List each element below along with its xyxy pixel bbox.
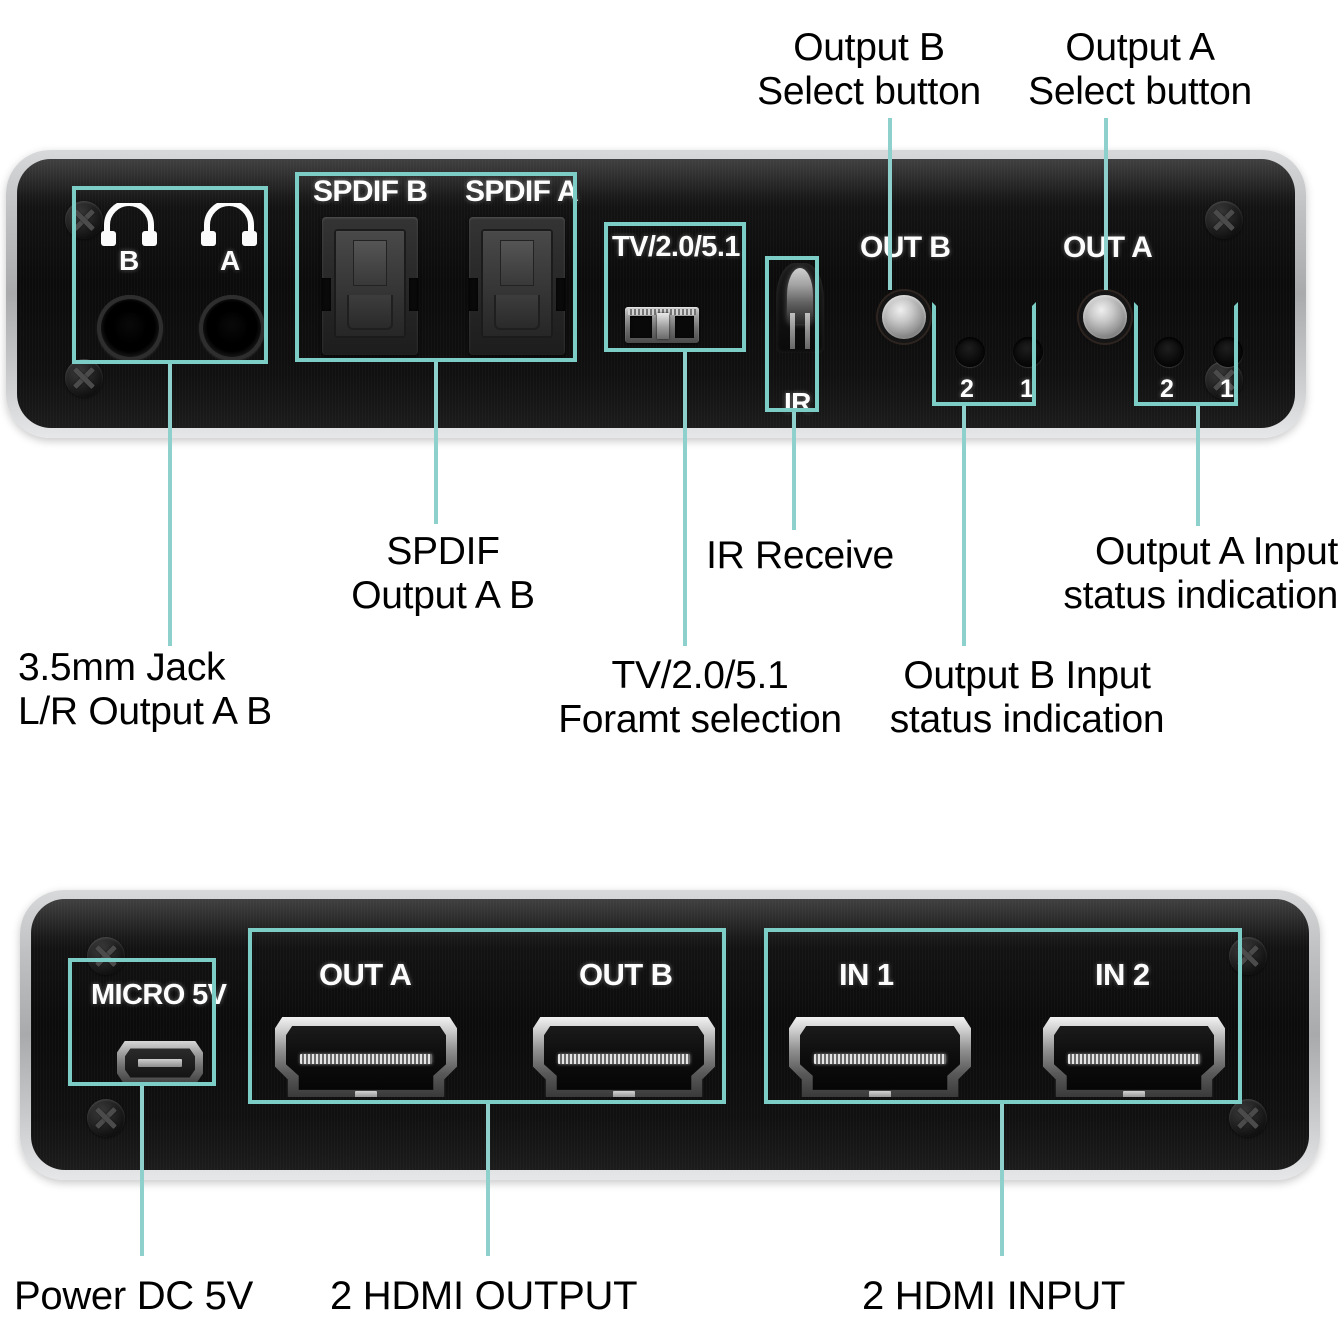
- callout-power: Power DC 5V: [14, 1274, 254, 1318]
- leader-out-b-button: [888, 118, 892, 290]
- output-b-select-button[interactable]: [882, 295, 926, 339]
- spdif-a-shutter: [481, 229, 553, 339]
- format-slide-switch[interactable]: [625, 307, 699, 343]
- spdif-b-notch-left: [322, 277, 331, 311]
- hdmi-out-a-tab: [355, 1090, 377, 1097]
- headphone-a-label: A: [220, 245, 240, 276]
- callout-led-b: Output B Input status indication: [889, 654, 1165, 741]
- callout-spdif: SPDIF Output A B: [351, 530, 535, 617]
- leader-format: [683, 352, 687, 646]
- ir-leg-right: [805, 313, 810, 350]
- leader-spdif: [434, 362, 438, 524]
- hdmi-in-2-port[interactable]: [1043, 1017, 1225, 1097]
- highlight-hdmi-out-group: [248, 928, 726, 1104]
- hdmi-out-a-port[interactable]: [275, 1017, 457, 1097]
- led-a-1: [1213, 337, 1243, 367]
- screw-top-left: [65, 201, 103, 239]
- leader-jack: [168, 364, 172, 646]
- switch-window-right: [674, 315, 694, 338]
- ir-label: IR: [784, 387, 811, 418]
- led-b-1: [1013, 337, 1043, 367]
- jack-a-hole: [213, 309, 251, 347]
- headphone-b-label: B: [119, 245, 139, 276]
- spdif-b-shutter: [334, 229, 406, 339]
- switch-window-left: [630, 315, 653, 338]
- leader-hdmi-in: [1000, 1104, 1004, 1256]
- hdmi-in-1-tab: [869, 1090, 891, 1097]
- hdmi-in-1-label: IN 1: [839, 957, 894, 992]
- highlight-led-a-group: [1134, 302, 1238, 406]
- hdmi-out-a-label: OUT A: [319, 957, 412, 992]
- switch-teeth: [627, 308, 697, 316]
- screw-bottom-panel-top-left: [87, 937, 125, 975]
- led-b-1-label: 1: [1020, 375, 1034, 403]
- format-switch-label: TV/2.0/5.1: [612, 231, 740, 263]
- hdmi-in-2-tab: [1123, 1090, 1145, 1097]
- highlight-format-group: [604, 222, 746, 352]
- spdif-b-port[interactable]: [322, 217, 418, 355]
- callout-led-a: Output A Input status indication: [1063, 530, 1338, 617]
- power-port-label: MICRO 5V: [91, 979, 227, 1011]
- hdmi-out-b-label: OUT B: [579, 957, 673, 992]
- hdmi-in-1-pins: [814, 1053, 946, 1065]
- output-a-select-button[interactable]: [1083, 295, 1127, 339]
- jack-output-b[interactable]: [97, 295, 163, 361]
- hdmi-out-b-tab: [613, 1090, 635, 1097]
- out-b-silk-label: OUT B: [860, 231, 951, 264]
- led-b-2-label: 2: [960, 375, 974, 403]
- micro-usb-power-port[interactable]: [117, 1041, 203, 1085]
- headphone-b-icon: [101, 200, 157, 247]
- spdif-a-label: SPDIF A: [465, 175, 579, 208]
- jack-output-a[interactable]: [199, 295, 265, 361]
- callout-hdmi-in: 2 HDMI INPUT: [862, 1274, 1126, 1318]
- callout-jack: 3.5mm Jack L/R Output A B: [18, 646, 272, 733]
- hdmi-in-1-port[interactable]: [789, 1017, 971, 1097]
- highlight-spdif-group: [295, 172, 577, 362]
- leader-out-a-button: [1104, 118, 1108, 290]
- leader-led-b: [962, 406, 966, 646]
- highlight-ir-group: [765, 256, 819, 412]
- led-b-2: [955, 337, 985, 367]
- callout-hdmi-out: 2 HDMI OUTPUT: [330, 1274, 638, 1318]
- hdmi-in-2-pins: [1068, 1053, 1200, 1065]
- led-a-2-label: 2: [1160, 375, 1174, 403]
- hdmi-out-b-port[interactable]: [533, 1017, 715, 1097]
- screw-bottom-left: [65, 359, 103, 397]
- highlight-hdmi-in-group: [764, 928, 1242, 1104]
- screw-bottom-panel-top-right: [1229, 937, 1267, 975]
- screw-top-right: [1205, 201, 1243, 239]
- screw-bottom-panel-bottom-left: [87, 1099, 125, 1137]
- hdmi-out-a-pins: [300, 1053, 432, 1065]
- highlight-power-group: [68, 958, 216, 1086]
- leader-power: [140, 1086, 144, 1256]
- hdmi-out-b-pins: [558, 1053, 690, 1065]
- highlight-jack-group: [72, 186, 268, 364]
- callout-format: TV/2.0/5.1 Foramt selection: [558, 654, 842, 741]
- spdif-a-port[interactable]: [469, 217, 565, 355]
- led-a-2: [1154, 337, 1184, 367]
- spdif-a-notch-left: [469, 277, 478, 311]
- micro-usb-contact-bar: [137, 1058, 183, 1068]
- leader-ir: [792, 412, 796, 530]
- callout-output-a-select-button: Output A Select button: [1028, 26, 1252, 113]
- callout-output-b-select-button: Output B Select button: [757, 26, 981, 113]
- leader-hdmi-out: [486, 1104, 490, 1256]
- leader-led-a: [1196, 406, 1200, 526]
- callout-ir: IR Receive: [706, 534, 894, 577]
- headphone-a-icon: [201, 200, 257, 247]
- spdif-a-notch-right: [556, 277, 565, 311]
- switch-lever[interactable]: [656, 313, 669, 340]
- ir-leg-left: [790, 313, 795, 350]
- spdif-b-label: SPDIF B: [313, 175, 428, 208]
- spdif-b-notch-right: [409, 277, 418, 311]
- hdmi-in-2-label: IN 2: [1095, 957, 1150, 992]
- jack-b-hole: [111, 309, 149, 347]
- screw-bottom-panel-bottom-right: [1229, 1099, 1267, 1137]
- highlight-led-b-group: [932, 302, 1036, 406]
- led-a-1-label: 1: [1220, 375, 1234, 403]
